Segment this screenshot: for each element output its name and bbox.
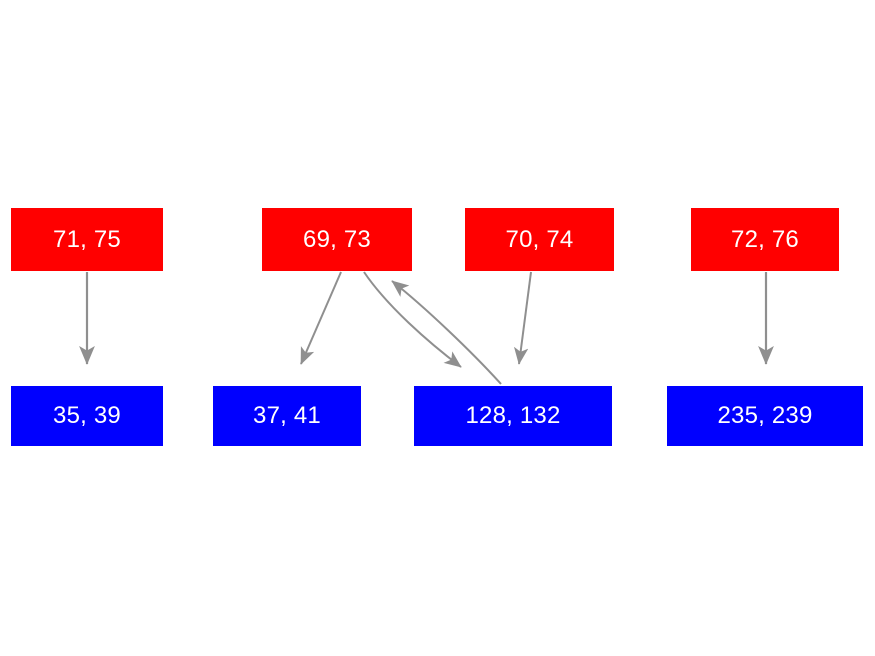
node-label: 72, 76	[731, 225, 799, 253]
node-70-74[interactable]: 70, 74	[465, 208, 614, 271]
node-37-41[interactable]: 37, 41	[213, 386, 361, 446]
node-label: 71, 75	[53, 225, 121, 253]
node-label: 128, 132	[465, 402, 561, 429]
node-71-75[interactable]: 71, 75	[11, 208, 163, 271]
edge-69-73-to-128-132	[363, 271, 462, 368]
node-235-239[interactable]: 235, 239	[667, 386, 863, 446]
node-label: 69, 73	[303, 225, 371, 253]
node-128-132[interactable]: 128, 132	[414, 386, 612, 446]
node-label: 235, 239	[717, 402, 813, 429]
edge-128-132-to-69-73	[391, 280, 502, 385]
edge-70-74-to-128-132	[513, 271, 532, 365]
node-label: 70, 74	[505, 225, 574, 253]
node-label: 37, 41	[253, 402, 321, 429]
node-72-76[interactable]: 72, 76	[691, 208, 839, 271]
node-35-39[interactable]: 35, 39	[11, 386, 163, 446]
node-69-73[interactable]: 69, 73	[262, 208, 412, 271]
edge-69-73-to-37-41	[300, 271, 342, 365]
node-label: 35, 39	[53, 402, 121, 429]
